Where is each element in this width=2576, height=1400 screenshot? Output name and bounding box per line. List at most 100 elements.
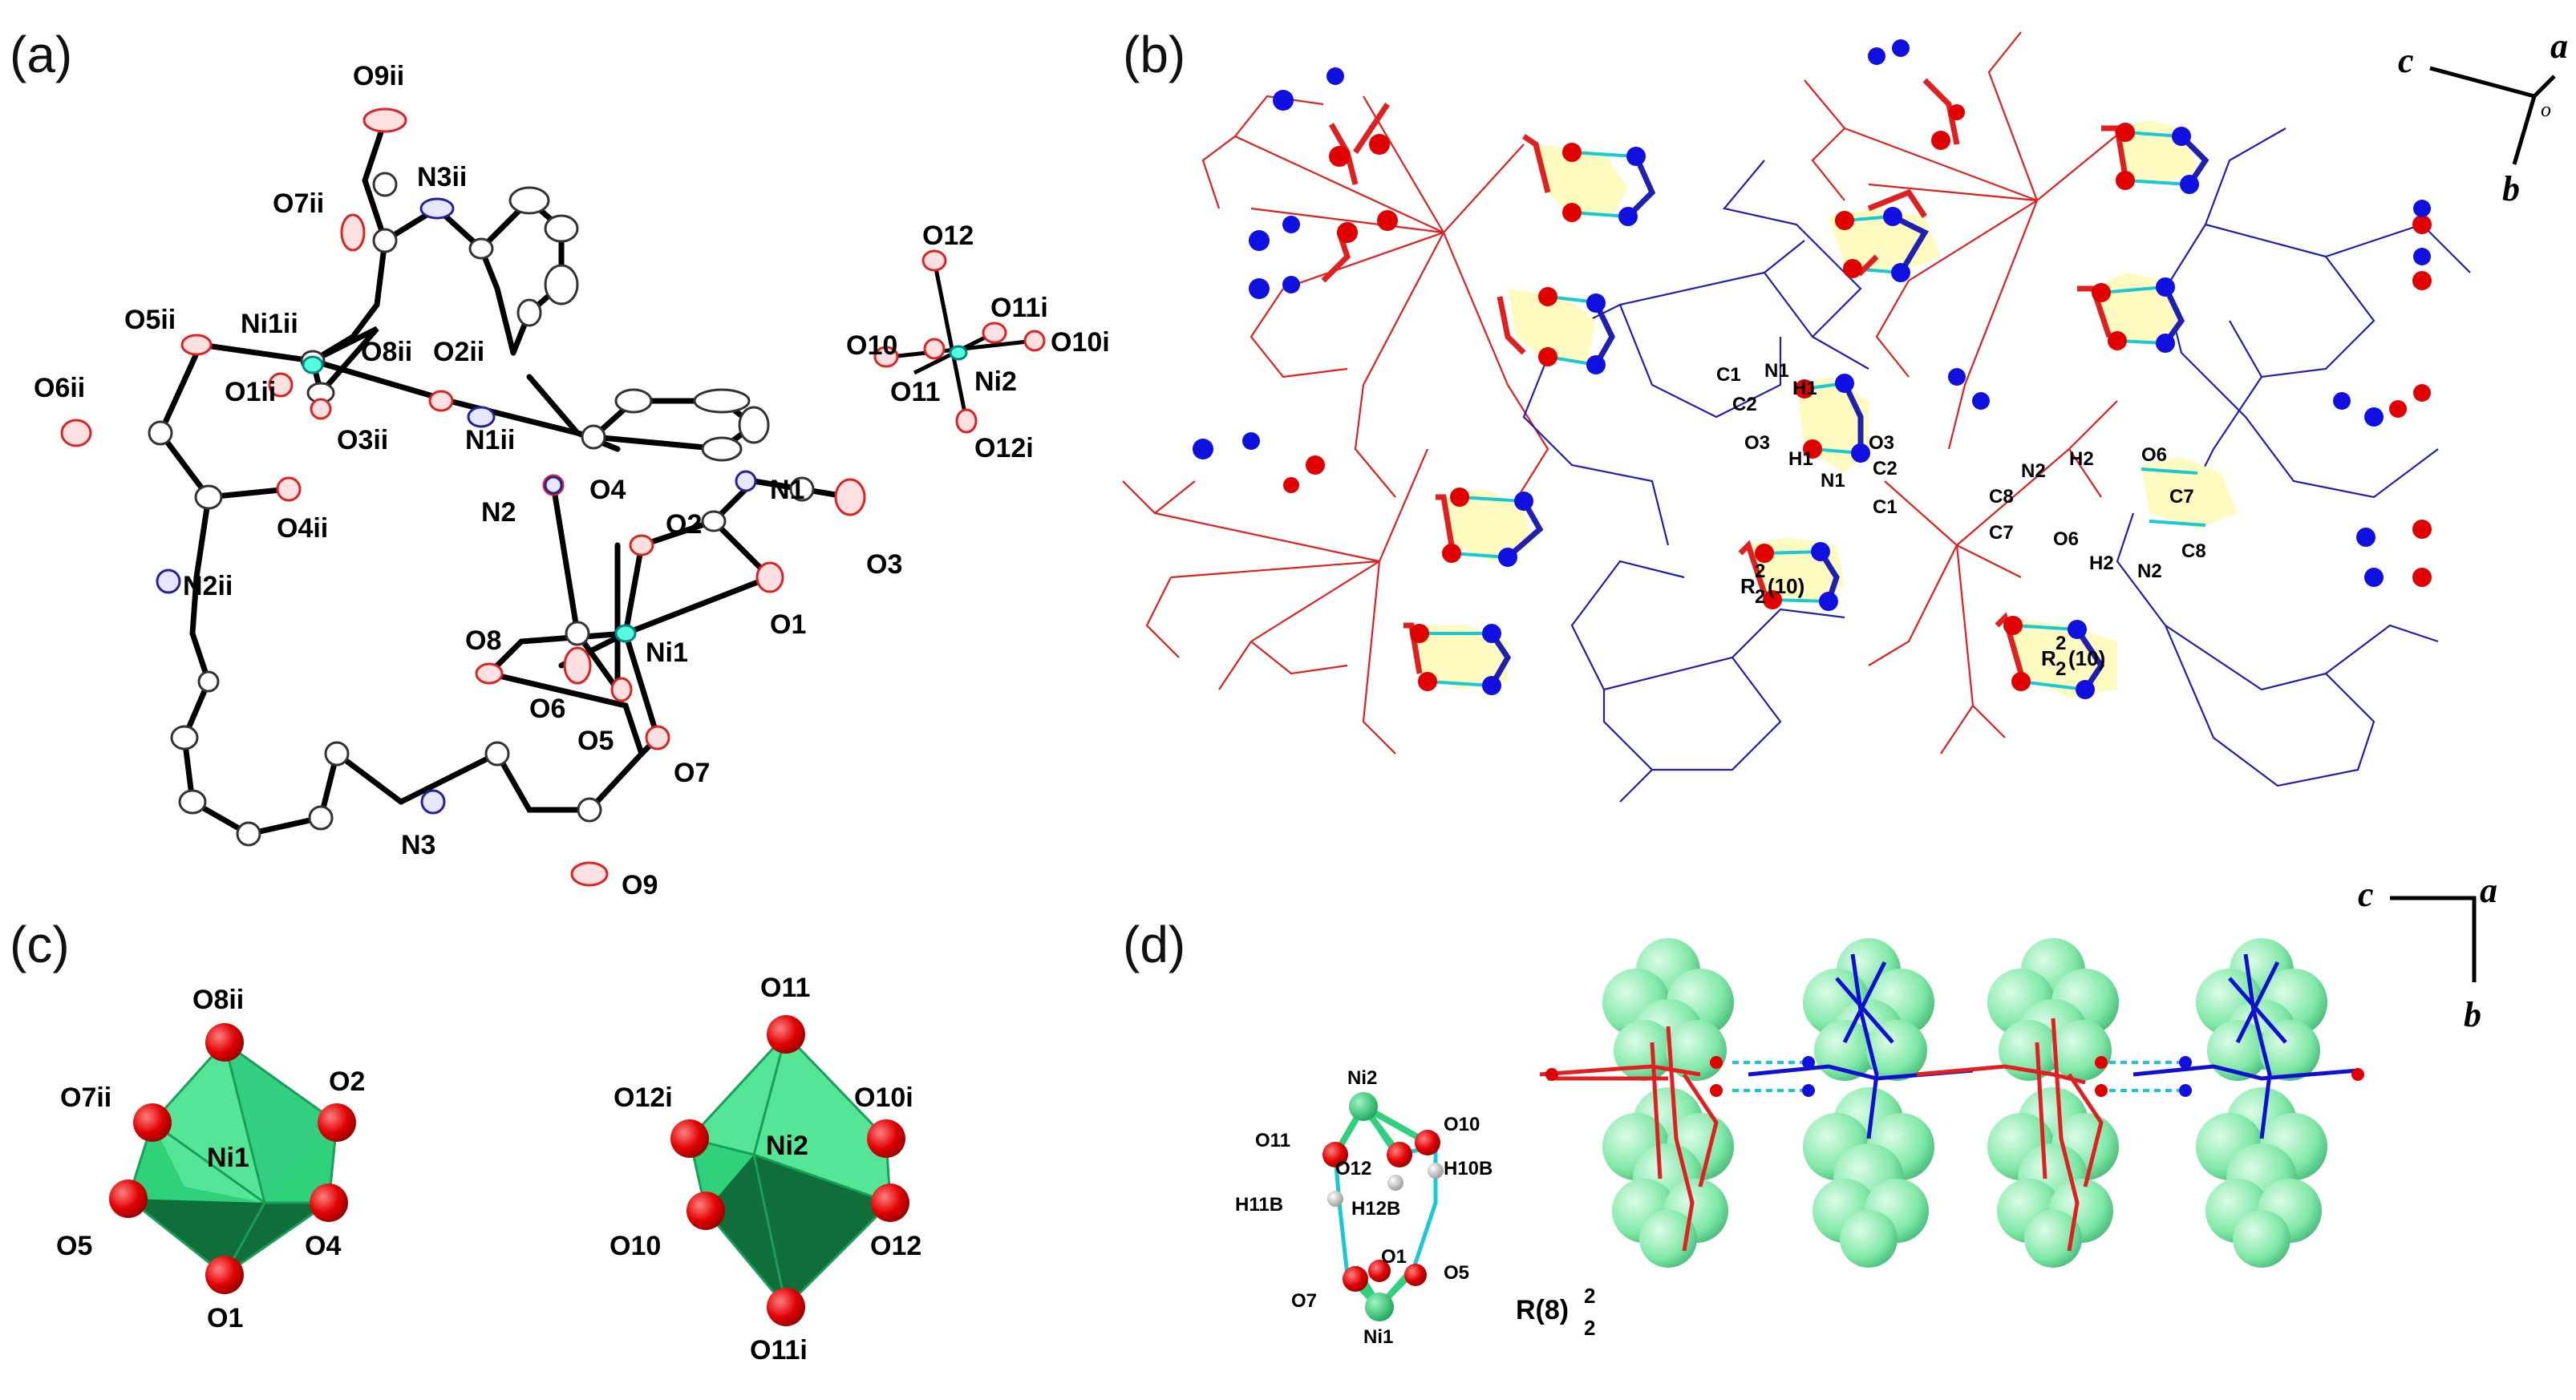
stacked-molecules — [1539, 953, 2364, 1252]
axis-indicator-b: c a b o — [2398, 26, 2568, 208]
atom-label: C8 — [2181, 540, 2206, 562]
o12-label: O12 — [870, 1231, 921, 1261]
svg-text:O5: O5 — [1444, 1262, 1469, 1284]
atom-label: Ni1 — [646, 637, 688, 668]
atom-label: Ni1ii — [241, 309, 298, 339]
atom-label: O2 — [666, 509, 702, 540]
svg-text:R: R — [2041, 646, 2056, 670]
atom-label: O3 — [1869, 432, 1894, 454]
panel-d: Ni2 O11 O12 O10 H11B H12B H10B O7 O1 O5 … — [1235, 871, 2497, 1348]
atom-label: N3 — [401, 830, 435, 860]
blue-molecule-network — [1522, 127, 2471, 803]
panel-a-nitrogen-atoms — [156, 197, 757, 815]
panel-b-packing: C1 N1 H1 C2 O3 O3 H1 C2 N1 C1 N2 H2 O6 C… — [1122, 26, 2568, 803]
atom-label: C2 — [1873, 458, 1898, 479]
o4-label: O4 — [305, 1231, 341, 1261]
svg-text:Ni2: Ni2 — [1347, 1067, 1377, 1089]
atom-label: N1 — [1764, 360, 1789, 382]
atom-label: O10 — [846, 330, 897, 361]
red-molecule-network — [1122, 31, 2126, 755]
atom-label: C1 — [1716, 364, 1741, 386]
ring-label-1: R 2 2 (10) — [1740, 560, 1804, 608]
atom-label: O11i — [990, 293, 1048, 323]
atom-label: C7 — [1989, 522, 2014, 544]
svg-text:2: 2 — [2056, 658, 2066, 680]
atom-label: O5ii — [124, 305, 176, 335]
svg-text:R(8): R(8) — [1516, 1295, 1569, 1325]
svg-text:H10B: H10B — [1444, 1158, 1493, 1179]
svg-text:Ni1: Ni1 — [1363, 1326, 1393, 1348]
atom-label: O7 — [674, 758, 710, 788]
atom-label: C7 — [2169, 486, 2194, 508]
atom-label: N3ii — [417, 162, 467, 192]
atom-label: O7ii — [273, 188, 324, 219]
atom-label: H2 — [2069, 448, 2094, 470]
water-sphere-clusters — [1602, 938, 2327, 1268]
svg-text:2: 2 — [2056, 633, 2066, 654]
blue-chain-atoms — [1193, 39, 2431, 699]
ni2-center-label: Ni2 — [766, 1131, 808, 1161]
svg-text:o: o — [2541, 98, 2551, 121]
atom-label: O1 — [770, 609, 806, 640]
atom-label: O6 — [2141, 444, 2167, 466]
svg-text:c: c — [2358, 875, 2374, 914]
atom-label: O6 — [529, 694, 565, 724]
svg-text:(10): (10) — [1768, 574, 1804, 598]
atom-label: O12i — [974, 433, 1034, 463]
svg-text:O11: O11 — [1255, 1130, 1290, 1151]
o1-label: O1 — [207, 1303, 243, 1333]
atom-label: Ni2 — [974, 366, 1017, 397]
atom-label: O3 — [866, 549, 902, 580]
atom-label: O4 — [589, 475, 626, 505]
svg-text:b: b — [2464, 995, 2481, 1034]
ni1-center-label: Ni1 — [207, 1143, 249, 1173]
atom-label: N1 — [1821, 470, 1845, 492]
o10i-label: O10i — [854, 1082, 913, 1113]
svg-text:O7: O7 — [1291, 1290, 1317, 1312]
atom-label: O6 — [2053, 528, 2079, 550]
atom-label: O2ii — [433, 337, 484, 367]
atom-label: O3 — [1744, 432, 1770, 454]
o5-label: O5 — [56, 1231, 92, 1261]
panel-c-polyhedra: Ni1 O8ii O7ii O2 O5 O4 O1 Ni2 O11 O12i O… — [56, 973, 921, 1366]
panel-a-carbon-atoms — [148, 172, 815, 847]
hydrogen-bonds — [1420, 131, 2206, 691]
o11i-label: O11i — [750, 1335, 808, 1366]
atom-label: O10i — [1051, 327, 1110, 358]
atom-label: N2 — [481, 497, 516, 528]
panel-d-label: (d) — [1123, 916, 1185, 973]
atom-label: O11 — [890, 377, 940, 407]
atom-label: C8 — [1989, 486, 2014, 508]
r8-motif: Ni2 O11 O12 O10 H11B H12B H10B O7 O1 O5 … — [1235, 1067, 1493, 1348]
ring-label-2: R 2 2 (10) — [2041, 633, 2105, 680]
o8ii-label: O8ii — [192, 985, 244, 1015]
red-chain-atoms — [1283, 78, 2432, 691]
panel-a-oxygen-atoms — [60, 107, 1046, 887]
panel-a-ortep: O9ii O7ii N3ii O5ii Ni1ii O8ii O2ii O6ii… — [34, 61, 1110, 900]
svg-text:(10): (10) — [2068, 646, 2105, 670]
atom-label: O6ii — [34, 373, 85, 403]
atom-label: N1ii — [465, 425, 515, 455]
svg-text:c: c — [2398, 41, 2414, 80]
atom-label: N2ii — [183, 571, 233, 601]
atom-label: H1 — [1792, 378, 1817, 399]
svg-text:2: 2 — [1755, 586, 1765, 608]
ring-motifs — [1412, 120, 2238, 698]
atom-label: N2 — [2137, 560, 2162, 582]
atom-label: O12 — [922, 221, 974, 251]
svg-text:2: 2 — [1584, 1284, 1595, 1308]
atom-label: C2 — [1732, 394, 1757, 415]
svg-text:b: b — [2502, 169, 2520, 208]
svg-text:O12: O12 — [1335, 1158, 1371, 1179]
atom-label: O4ii — [277, 513, 328, 544]
axis-indicator-d: c a b — [2358, 871, 2497, 1034]
panel-a-label: (a) — [10, 26, 72, 83]
atom-label: N1 — [770, 475, 804, 505]
ni1-octahedron: Ni1 O8ii O7ii O2 O5 O4 O1 — [56, 985, 365, 1333]
atom-label: N2 — [2021, 460, 2046, 482]
svg-text:H11B: H11B — [1235, 1194, 1283, 1216]
atom-label: O1ii — [225, 377, 276, 407]
atom-label: O8 — [465, 625, 501, 656]
panel-a-nickel-atoms — [302, 345, 968, 643]
